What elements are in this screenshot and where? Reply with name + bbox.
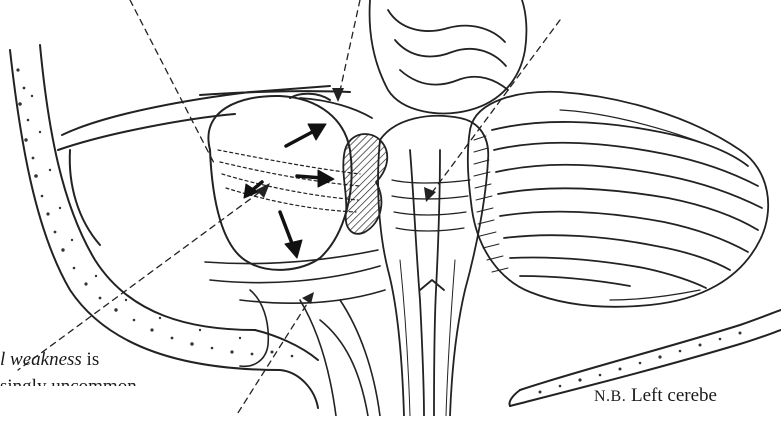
leader-line-upper-centre <box>338 0 360 100</box>
leader-line-lower-centre <box>236 296 312 416</box>
caption-italic-weakness: l weakness <box>0 349 82 370</box>
bone-texture <box>16 68 293 357</box>
caption-bottom-right: N.B. Left cerebe <box>594 385 717 407</box>
medulla-brainstem <box>378 116 488 416</box>
cerebellum <box>468 92 768 307</box>
compressed-nerve-root <box>343 134 387 234</box>
leader-line-lower-left <box>18 186 268 370</box>
lower-cranial-nerves <box>205 250 385 416</box>
leader-line-upper-right <box>428 20 560 198</box>
leader-lines <box>18 0 560 416</box>
tumour-mass <box>208 94 351 270</box>
nerve-fibres <box>218 150 360 212</box>
pons <box>300 0 526 118</box>
leader-line-upper-left <box>130 0 215 165</box>
caption-is: is <box>82 349 99 370</box>
cerebellum-hatching <box>474 136 508 272</box>
caption-bottom-left-line1: l weakness is <box>0 349 99 371</box>
caption-nb: N.B. <box>594 388 626 405</box>
caption-left-cerebe: Left cerebe <box>626 385 717 406</box>
